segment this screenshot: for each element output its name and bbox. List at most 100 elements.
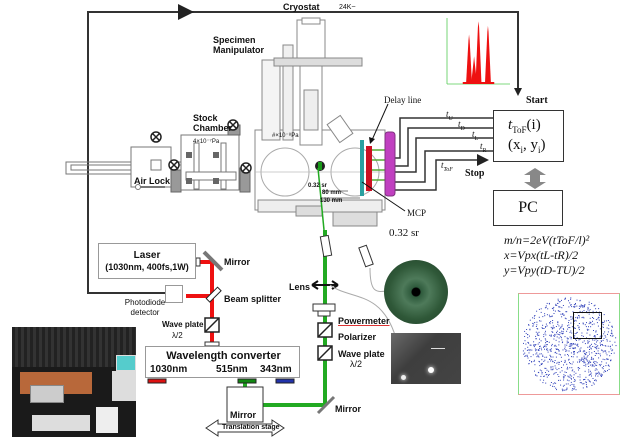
hit-point	[549, 349, 551, 350]
hit-point	[575, 389, 577, 391]
hit-point	[526, 355, 528, 357]
hit-point	[572, 388, 574, 390]
hit-point	[552, 369, 554, 371]
hit-point	[568, 376, 570, 378]
stock-chamber-label-1: Stock	[193, 113, 218, 123]
hit-point	[584, 357, 586, 359]
hit-point	[568, 345, 570, 347]
hit-point	[555, 303, 557, 305]
hit-point	[605, 336, 607, 338]
hit-point	[588, 371, 590, 373]
hit-point	[523, 342, 524, 344]
hit-point	[594, 335, 596, 337]
hit-point	[597, 325, 599, 327]
hit-point	[573, 353, 575, 355]
hit-point	[585, 365, 587, 367]
hit-point	[539, 345, 541, 347]
hit-point	[524, 340, 526, 342]
hit-point	[538, 308, 540, 310]
hit-point	[556, 304, 558, 306]
hit-point	[551, 345, 553, 347]
hit-point	[572, 361, 574, 363]
hit-point	[529, 360, 531, 362]
specimen-manipulator-label-2: Manipulator	[213, 45, 264, 55]
hit-point	[543, 375, 545, 377]
hit-point	[598, 313, 600, 315]
hit-point	[562, 305, 564, 306]
hit-point	[596, 353, 598, 355]
hit-point	[524, 348, 526, 350]
hit-point	[570, 338, 572, 340]
hit-point	[576, 344, 578, 346]
hit-point	[575, 372, 577, 374]
hit-point	[594, 379, 595, 381]
hit-point	[602, 358, 604, 360]
hit-point	[538, 331, 540, 333]
hit-point	[583, 355, 585, 357]
hit-point	[546, 369, 548, 371]
hit-point	[561, 367, 563, 368]
hit-point	[571, 378, 572, 380]
powermeter-label: Powermeter	[338, 316, 390, 326]
hit-point	[574, 351, 575, 352]
hit-point	[569, 343, 571, 345]
hit-point	[568, 324, 570, 326]
hit-point	[550, 382, 552, 383]
hit-point	[592, 358, 594, 360]
hit-point	[550, 356, 552, 358]
hit-point	[583, 359, 585, 361]
hit-point	[590, 326, 592, 328]
hit-point	[602, 324, 604, 326]
hit-point	[590, 348, 592, 350]
hit-point	[593, 365, 595, 367]
hit-point	[587, 355, 589, 357]
hit-point	[570, 377, 572, 379]
hit-point	[573, 337, 575, 339]
hit-point	[545, 342, 546, 344]
hit-point	[592, 358, 594, 360]
hit-point	[571, 389, 573, 391]
hit-point	[577, 325, 579, 327]
hit-point	[529, 350, 531, 352]
hit-point	[560, 356, 562, 358]
hit-point	[583, 362, 585, 364]
hit-point	[578, 326, 580, 328]
hit-point	[587, 363, 589, 365]
hit-point	[571, 383, 573, 385]
hit-point	[595, 344, 597, 346]
hit-point	[593, 360, 595, 362]
hit-point	[595, 311, 597, 313]
hit-point	[591, 352, 593, 354]
hit-point	[543, 346, 544, 348]
hit-point	[582, 316, 584, 318]
ccd-snapshot-image	[391, 333, 461, 384]
cryostat-label: Cryostat	[283, 2, 320, 12]
hit-point	[598, 308, 600, 310]
hit-point	[600, 345, 601, 347]
stock-pressure-label: 4×10⁻⁷Pa	[193, 139, 220, 145]
hit-point	[589, 381, 591, 383]
hit-point	[528, 342, 529, 344]
signal-tR-label: tR	[480, 141, 487, 154]
wavelength-515-label: 515nm	[216, 364, 248, 375]
signal-line-tR	[395, 150, 493, 183]
hit-point	[566, 337, 568, 339]
hit-point	[603, 314, 605, 316]
hit-point	[545, 382, 547, 384]
hit-point	[564, 389, 566, 391]
hit-point	[568, 306, 570, 308]
hit-point	[554, 333, 556, 335]
solid-angle-label: 0.32 sr	[389, 227, 419, 239]
laser-label: Laser	[133, 250, 161, 261]
hit-point	[583, 317, 585, 319]
hit-point	[606, 340, 608, 342]
hit-point	[595, 339, 597, 341]
hit-point	[539, 361, 540, 363]
hit-point	[574, 343, 576, 345]
hit-point	[577, 344, 579, 346]
hit-point	[541, 373, 543, 375]
hit-point	[534, 348, 536, 350]
hit-point	[593, 339, 595, 341]
hit-point	[591, 303, 593, 304]
hit-point	[601, 322, 603, 324]
